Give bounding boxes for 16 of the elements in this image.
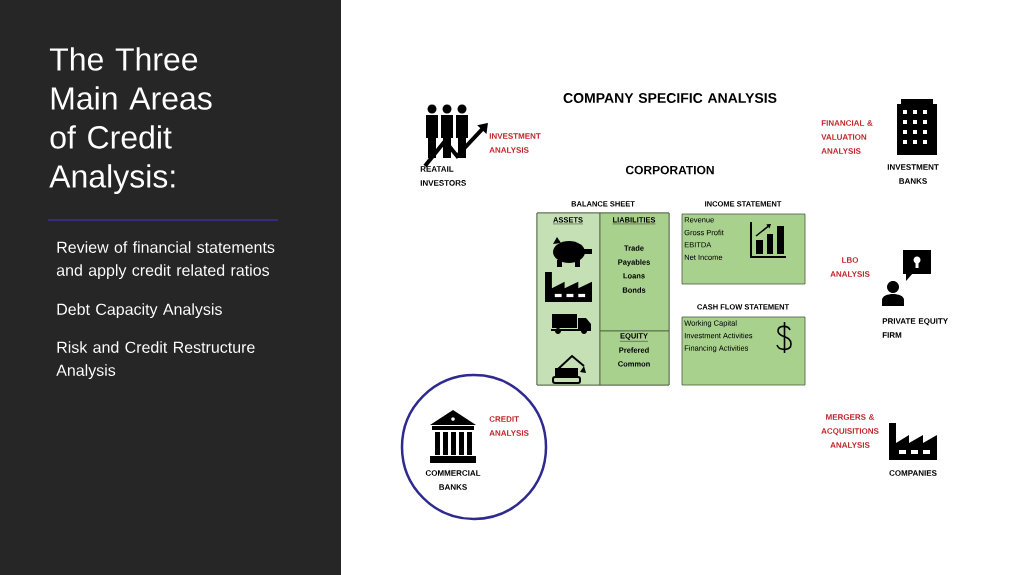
analysis-label: INVESTMENT ANALYSIS [489, 133, 541, 153]
analysis-label: FINANCIAL & VALUATION ANALYSIS [821, 120, 873, 154]
bullet-text: Risk and Credit Restructure Analysis [56, 341, 255, 380]
analysis-label: LBO ANALYSIS [830, 257, 870, 277]
slide-title: The Three Main Areas of Credit Analysis: [49, 47, 212, 194]
investor-label: REATAIL INVESTORS [420, 166, 466, 186]
heading-text: CORPORATION [625, 165, 714, 175]
investor-label: COMPANIES [889, 470, 937, 476]
analysis-label: CREDIT ANALYSIS [489, 416, 529, 436]
analysis-label: MERGERS & ACQUISITIONS ANALYSIS [821, 414, 879, 448]
bullet-text: Debt Capacity Analysis [57, 303, 222, 319]
investor-label: PRIVATE EQUITY FIRM [882, 318, 948, 338]
investor-label: COMMERCIAL BANKS [425, 470, 481, 490]
investor-label: INVESTMENT BANKS [887, 164, 939, 184]
bullet-text: Review of financial statements and apply credit related ratios [56, 241, 275, 280]
heading-text: COMPANY SPECIFIC ANALYSIS [563, 93, 777, 103]
